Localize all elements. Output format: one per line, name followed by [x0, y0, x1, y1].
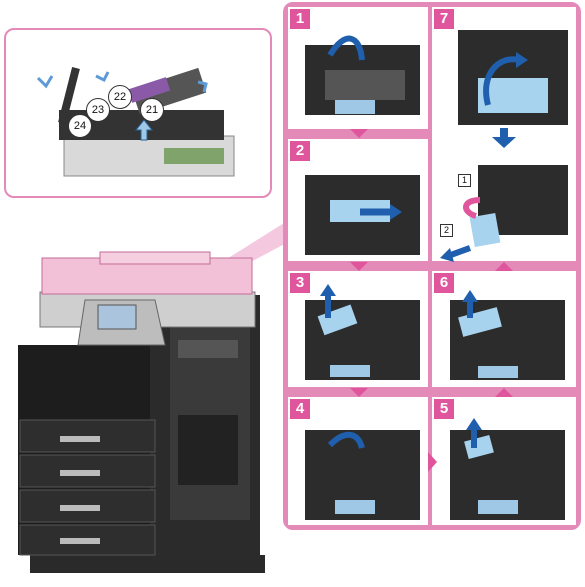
- step-number-5: 5: [434, 399, 454, 419]
- step-number-6: 6: [434, 273, 454, 293]
- callout-23: 23: [86, 98, 110, 122]
- step-number-4: 4: [290, 399, 310, 419]
- step-7-sub-label-1: 1: [458, 174, 471, 187]
- step-number-2: 2: [290, 141, 310, 161]
- flow-arrow-2-to-3: [350, 262, 368, 271]
- flow-arrow-4-to-5: [428, 452, 437, 472]
- step-number-7: 7: [434, 9, 454, 29]
- flow-arrow-6-to-7: [495, 262, 513, 271]
- flow-arrow-5-to-6: [495, 388, 513, 397]
- callout-24: 24: [68, 114, 92, 138]
- step-7-sub-label-2: 2: [440, 224, 453, 237]
- step-number-3: 3: [290, 273, 310, 293]
- flow-arrow-1-to-2: [350, 129, 368, 138]
- step-number-1: 1: [290, 9, 310, 29]
- flow-arrow-3-to-4: [350, 388, 368, 397]
- callout-22: 22: [108, 85, 132, 109]
- callout-21: 21: [140, 98, 164, 122]
